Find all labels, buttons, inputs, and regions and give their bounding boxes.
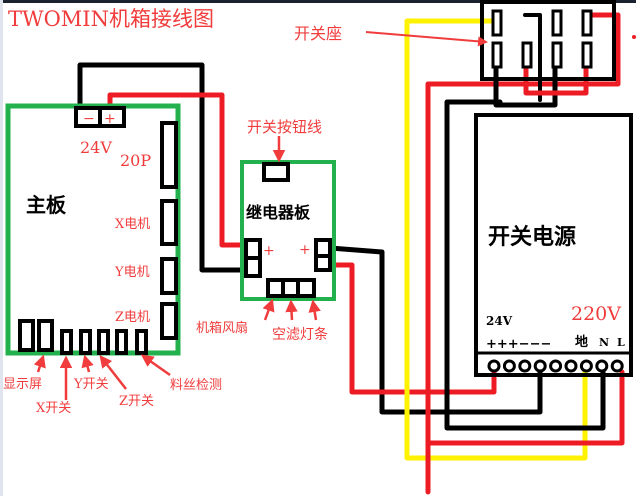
- case-fan-label: 机箱风扇: [196, 320, 248, 336]
- psu-terminal-signs: +++−−−: [486, 337, 551, 352]
- psu-output-label: 24V: [486, 314, 513, 328]
- wire-black-mainboard-neg: [77, 62, 253, 273]
- air-filter-light-label: 空滤灯条: [272, 326, 328, 343]
- x-switch-label: X开关: [36, 401, 71, 416]
- display-connector-1[interactable]: [18, 319, 35, 352]
- wire-red-mainboard-pos: [107, 92, 253, 248]
- terminal-v-minus-3[interactable]: [564, 359, 578, 373]
- button-wire-connector[interactable]: [262, 162, 290, 182]
- button-wire-label: 开关按钮线: [247, 118, 322, 136]
- relay-left-plus: +: [263, 243, 275, 259]
- z-motor-label: Z电机: [115, 310, 150, 325]
- x-motor-label: X电机: [115, 217, 150, 232]
- switch-socket: [480, 0, 616, 81]
- filament-sensor-connector[interactable]: [135, 329, 148, 355]
- terminal-ground[interactable]: [579, 359, 593, 373]
- wire-black-switch-bridge: [523, 13, 542, 102]
- relay-annotations: [262, 136, 321, 321]
- terminal-v-plus-3[interactable]: [518, 359, 532, 373]
- extra-connector[interactable]: [115, 329, 128, 355]
- psu-neutral-label: N: [599, 336, 609, 349]
- power-supply-label: 开关电源: [488, 224, 576, 250]
- z-switch-connector[interactable]: [97, 329, 110, 355]
- connector-20p[interactable]: [160, 121, 178, 189]
- switch-pin-4[interactable]: [491, 41, 503, 69]
- switch-pin-7[interactable]: [581, 41, 593, 69]
- wire-red-live: [425, 369, 625, 495]
- psu-terminals: [487, 359, 624, 373]
- power-supply: 开关电源 24V 220V +++−−− 地 N L: [474, 113, 633, 377]
- psu-input-label: 220V: [571, 303, 621, 325]
- switch-socket-label: 开关座: [294, 24, 342, 43]
- power-supply-outline: [474, 113, 633, 377]
- terminal-live[interactable]: [610, 359, 624, 373]
- power-plus-sign: +: [104, 111, 116, 127]
- switch-socket-arrow: [365, 31, 488, 47]
- wire-black-switch-internal: [493, 57, 558, 108]
- wire-black-neutral: [444, 99, 606, 431]
- relay-right-plus: +: [299, 242, 311, 258]
- terminal-v-plus-2[interactable]: [502, 359, 516, 373]
- y-switch-label: Y开关: [73, 377, 109, 392]
- switch-pin-6[interactable]: [551, 41, 563, 69]
- mainboard-label: 主板: [26, 193, 67, 217]
- connector-20p-label: 20P: [120, 151, 151, 170]
- switch-pin-1[interactable]: [491, 9, 503, 37]
- psu-ground-label: 地: [575, 334, 588, 350]
- power-voltage-label: 24V: [80, 138, 112, 157]
- switch-pin-5[interactable]: [521, 41, 533, 69]
- y-motor-label: Y电机: [114, 265, 150, 280]
- switch-pin-3[interactable]: [581, 9, 593, 37]
- filament-sensor-label: 料丝检测: [170, 378, 222, 393]
- display-label: 显示屏: [3, 377, 42, 392]
- z-motor-connector[interactable]: [160, 302, 178, 340]
- display-connector-2[interactable]: [37, 319, 54, 352]
- wire-red-relay-right: [323, 262, 497, 395]
- mainboard: − + 24V 20P X电机 Y电机 Z电机 主板: [5, 103, 181, 356]
- power-minus-sign: −: [83, 111, 95, 127]
- stray-dot: [632, 35, 636, 39]
- x-switch-connector[interactable]: [60, 329, 73, 355]
- terminal-v-minus-1[interactable]: [533, 359, 547, 373]
- terminal-v-minus-2[interactable]: [549, 359, 563, 373]
- y-switch-connector[interactable]: [79, 329, 92, 355]
- wire-red-live-top: [425, 12, 621, 446]
- terminal-v-plus-1[interactable]: [487, 359, 501, 373]
- relay-board-label: 继电器板: [246, 203, 311, 222]
- mainboard-annotations: [33, 354, 171, 400]
- terminal-neutral[interactable]: [595, 359, 609, 373]
- wire-black-relay-right: [327, 245, 543, 415]
- top-border: [0, 0, 636, 3]
- z-switch-label: Z开关: [119, 394, 154, 409]
- psu-live-label: L: [617, 336, 625, 349]
- relay-board: 继电器板 + +: [240, 160, 336, 301]
- switch-pin-2[interactable]: [551, 9, 563, 37]
- wires: [77, 12, 625, 495]
- left-border: [0, 0, 3, 496]
- x-motor-connector[interactable]: [160, 199, 178, 246]
- fan-connector[interactable]: [266, 278, 316, 298]
- diagram-title: TWOMIN机箱接线图: [8, 7, 214, 31]
- y-motor-connector[interactable]: [160, 257, 178, 295]
